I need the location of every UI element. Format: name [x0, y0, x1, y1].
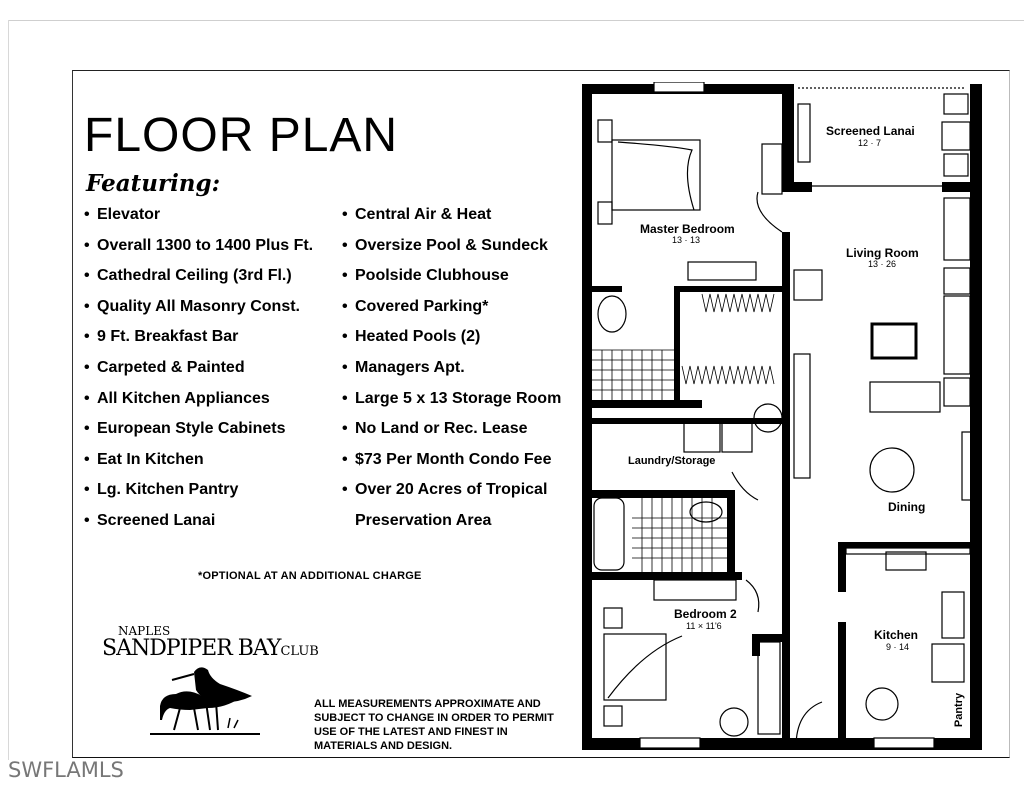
- room-dims-kitchen: 9 · 14: [886, 642, 910, 652]
- feature-item: •Central Air & Heat: [342, 206, 492, 223]
- feature-item: •All Kitchen Appliances: [84, 389, 270, 407]
- feature-item: •Elevator: [84, 206, 161, 223]
- brochure-sheet: [72, 70, 1010, 758]
- logo-naples: NAPLES: [118, 624, 171, 638]
- feature-item: •Quality All Masonry Const.: [84, 297, 300, 315]
- feature-item: •No Land or Rec. Lease: [342, 420, 528, 438]
- sandpiper-bay-logo: NAPLES SANDPIPER BAYCLUB: [100, 624, 319, 744]
- features-left-column: •Elevator •Overall 1300 to 1400 Plus Ft.…: [84, 204, 313, 541]
- room-label-laundry: Laundry/Storage: [628, 455, 716, 467]
- logo-brand: SANDPIPER BAYCLUB: [102, 636, 319, 661]
- feature-item: •European Style Cabinets: [84, 420, 286, 438]
- feature-item: •Heated Pools (2): [342, 328, 481, 346]
- floor-plan-drawing: Screened Lanai 12 · 7 Master Bedroom 13 …: [582, 81, 982, 752]
- feature-item: •Over 20 Acres of Tropical: [342, 481, 548, 499]
- feature-item: •Oversize Pool & Sundeck: [342, 236, 548, 254]
- feature-item: •Carpeted & Painted: [84, 358, 245, 376]
- room-label-living-room: Living Room: [846, 246, 919, 260]
- room-dims-living-room: 13 · 26: [868, 259, 897, 269]
- featuring-heading: Featuring:: [86, 170, 221, 197]
- feature-item: •Lg. Kitchen Pantry: [84, 481, 239, 499]
- feature-item: •Cathedral Ceiling (3rd Fl.): [84, 267, 292, 285]
- room-label-dining: Dining: [888, 500, 926, 514]
- feature-item-continuation: •Preservation Area: [355, 511, 492, 529]
- room-label-kitchen: Kitchen: [874, 628, 919, 642]
- feature-item: •Poolside Clubhouse: [342, 267, 509, 285]
- room-dims-bedroom-2: 11 × 11'6: [686, 621, 722, 631]
- feature-item: •Large 5 x 13 Storage Room: [342, 389, 562, 407]
- room-label-screened-lanai: Screened Lanai: [826, 124, 915, 138]
- feature-item: •Managers Apt.: [342, 358, 465, 376]
- page-edge-left: [8, 20, 9, 760]
- feature-item: •Eat In Kitchen: [84, 450, 204, 468]
- page-edge-top: [8, 20, 1024, 21]
- feature-item: •Overall 1300 to 1400 Plus Ft.: [84, 236, 314, 254]
- room-label-pantry: Pantry: [953, 692, 966, 728]
- feature-item: •Covered Parking*: [342, 297, 489, 315]
- floor-plan-walls: [582, 81, 982, 750]
- footnote: *OPTIONAL AT AN ADDITIONAL CHARGE: [198, 570, 422, 582]
- room-label-master-bedroom: Master Bedroom: [640, 222, 735, 236]
- feature-item: •$73 Per Month Condo Fee: [342, 450, 552, 468]
- disclaimer-text: ALL MEASUREMENTS APPROXIMATE AND SUBJECT…: [314, 698, 554, 752]
- feature-item: •Screened Lanai: [84, 511, 216, 529]
- room-dims-screened-lanai: 12 · 7: [858, 138, 882, 148]
- room-dims-master-bedroom: 13 · 13: [672, 235, 701, 245]
- watermark: SWFLAMLS: [8, 758, 124, 782]
- room-label-bedroom-2: Bedroom 2: [674, 607, 737, 621]
- features-right-column: •Central Air & Heat •Oversize Pool & Sun…: [342, 204, 561, 541]
- feature-item: •9 Ft. Breakfast Bar: [84, 328, 239, 346]
- page-title: FLOOR PLAN: [84, 109, 399, 162]
- sandpiper-birds-icon: [150, 667, 260, 735]
